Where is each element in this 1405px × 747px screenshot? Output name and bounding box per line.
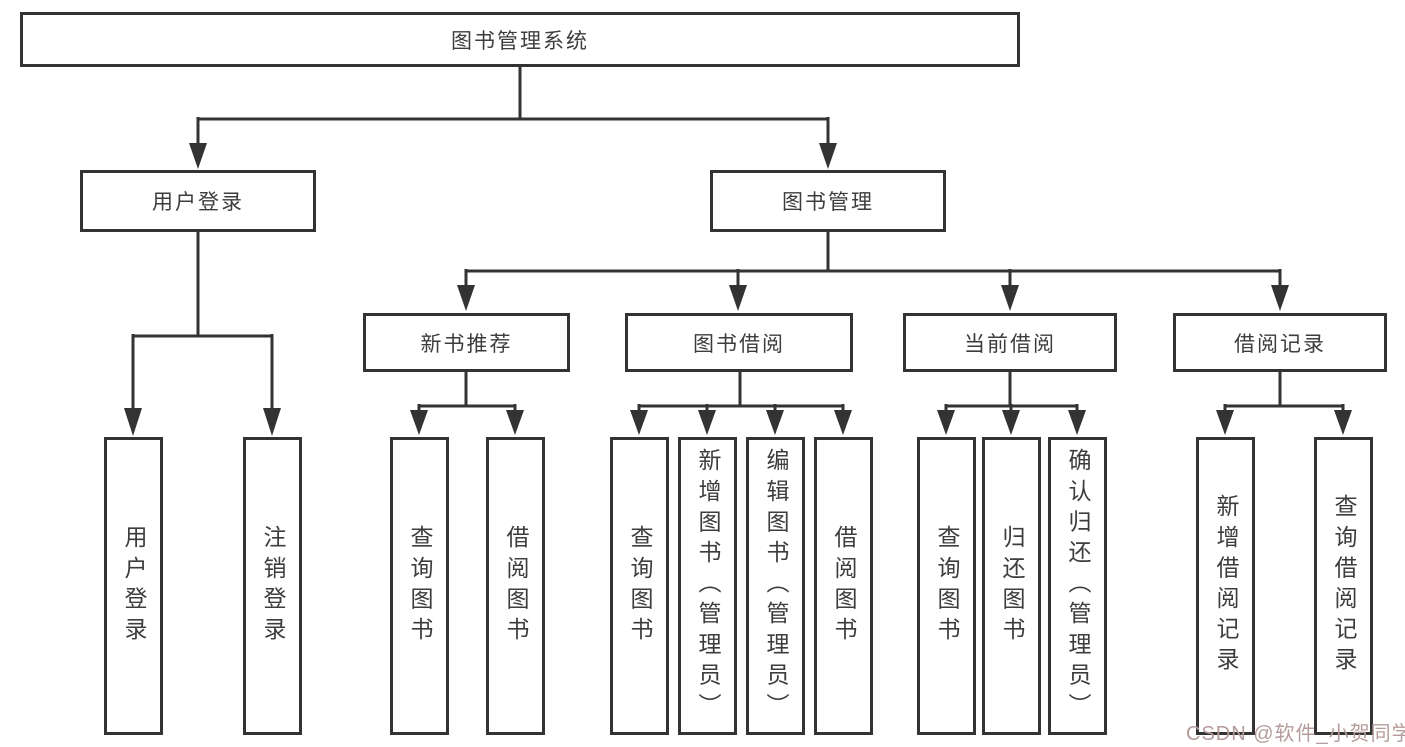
leaf-label: 注销登录 — [260, 524, 286, 648]
leaf-confirm-return-admin: 确认归还（管理员） — [1048, 437, 1107, 735]
node-current-borrow: 当前借阅 — [903, 313, 1117, 372]
leaf-label: 查询图书 — [407, 524, 433, 648]
csdn-watermark: CSDN @软件_小贺同学 — [1186, 723, 1405, 745]
node-user-login: 用户登录 — [80, 170, 316, 232]
leaf-query-books-borrow: 查询图书 — [610, 437, 669, 735]
node-book-management: 图书管理 — [710, 170, 946, 232]
leaf-label: 确认归还（管理员） — [1065, 448, 1091, 724]
node-new-book-recommend: 新书推荐 — [363, 313, 570, 372]
node-user-login-label: 用户登录 — [152, 191, 244, 214]
node-book-management-label: 图书管理 — [782, 191, 874, 214]
leaf-query-borrow-record: 查询借阅记录 — [1314, 437, 1373, 735]
node-book-borrow-label: 图书借阅 — [693, 332, 785, 356]
node-current-borrow-label: 当前借阅 — [964, 332, 1056, 356]
leaf-label: 借阅图书 — [503, 524, 529, 648]
leaf-query-books-recommend: 查询图书 — [390, 437, 449, 735]
leaf-return-books: 归还图书 — [982, 437, 1041, 735]
node-root: 图书管理系统 — [20, 12, 1020, 67]
arrowheads — [124, 143, 1352, 436]
leaf-label: 查询图书 — [934, 524, 960, 648]
leaf-label: 新增图书（管理员） — [695, 448, 721, 724]
leaf-label: 查询借阅记录 — [1331, 494, 1357, 678]
leaf-label: 查询图书 — [627, 524, 653, 648]
leaf-label: 用户登录 — [121, 524, 147, 648]
leaf-add-books-admin: 新增图书（管理员） — [678, 437, 737, 735]
leaf-query-books-current: 查询图书 — [917, 437, 976, 735]
leaf-label: 编辑图书（管理员） — [763, 448, 789, 724]
leaf-edit-books-admin: 编辑图书（管理员） — [746, 437, 805, 735]
leaf-logout: 注销登录 — [243, 437, 302, 735]
leaf-add-borrow-record: 新增借阅记录 — [1196, 437, 1255, 735]
leaf-label: 借阅图书 — [831, 524, 857, 648]
leaf-label: 归还图书 — [999, 524, 1025, 648]
leaf-user-login: 用户登录 — [104, 437, 163, 735]
node-root-label: 图书管理系统 — [451, 29, 589, 53]
leaf-borrow-books: 借阅图书 — [814, 437, 873, 735]
leaf-label: 新增借阅记录 — [1213, 494, 1239, 678]
node-book-borrow: 图书借阅 — [625, 313, 853, 372]
node-new-book-recommend-label: 新书推荐 — [420, 332, 513, 356]
node-borrow-records: 借阅记录 — [1173, 313, 1387, 372]
node-borrow-records-label: 借阅记录 — [1234, 332, 1326, 356]
leaf-borrow-books-recommend: 借阅图书 — [486, 437, 545, 735]
